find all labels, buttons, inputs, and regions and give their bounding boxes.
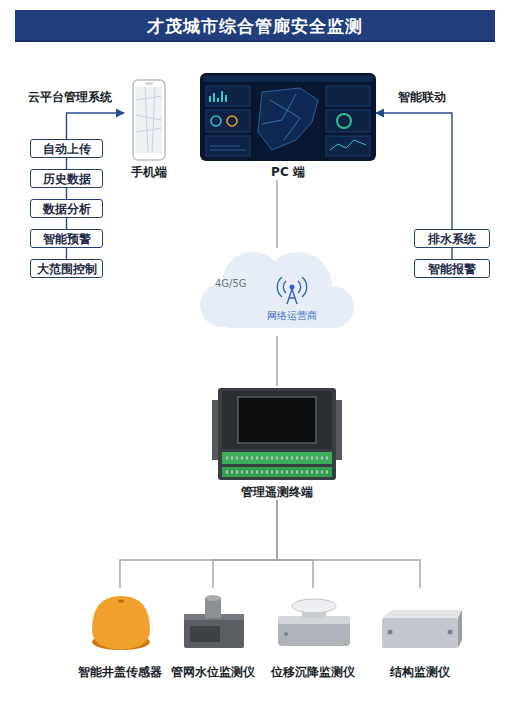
connector-line bbox=[451, 248, 452, 259]
box-text: 数据分析 bbox=[43, 202, 91, 216]
dome-top bbox=[118, 599, 124, 602]
signal-arc bbox=[298, 281, 301, 293]
function-box: 排水系统 bbox=[414, 229, 490, 248]
pc-map-lines bbox=[262, 94, 300, 140]
connector-line bbox=[66, 248, 67, 259]
terminal-face bbox=[222, 391, 332, 449]
pc-gauge bbox=[337, 114, 351, 128]
pc-panel bbox=[326, 136, 370, 156]
node-caption: 手机端 bbox=[131, 164, 167, 180]
pc-map bbox=[258, 88, 318, 150]
phone-map-lines bbox=[136, 87, 162, 153]
structure-top bbox=[382, 610, 462, 618]
pc-gauge bbox=[211, 116, 221, 126]
device-node: 结构监测仪 bbox=[374, 588, 466, 680]
connector-line bbox=[276, 180, 277, 248]
pc-panel bbox=[326, 110, 370, 132]
device-node: 位移沉降监测仪 bbox=[267, 588, 359, 680]
node-caption: 管理遥测终端 bbox=[241, 484, 313, 500]
title-banner bbox=[15, 10, 495, 42]
connector-line bbox=[66, 188, 67, 199]
displacement-body bbox=[278, 616, 350, 646]
node-caption: 位移沉降监测仪 bbox=[271, 664, 355, 680]
connector-line bbox=[66, 158, 67, 169]
manhole-dome bbox=[92, 596, 150, 650]
structure-side bbox=[458, 610, 462, 648]
function-box: 智能报警 bbox=[414, 259, 490, 278]
structure-body bbox=[382, 618, 458, 648]
signal-arc bbox=[283, 281, 286, 293]
pc-bars bbox=[210, 91, 226, 102]
water-probe-top bbox=[205, 595, 221, 601]
pc-panel bbox=[206, 110, 250, 132]
tower-dot bbox=[290, 285, 295, 290]
function-box: 智能预警 bbox=[30, 229, 103, 248]
function-box: 数据分析 bbox=[30, 199, 103, 218]
pc-panel bbox=[326, 86, 370, 106]
cloud-part bbox=[222, 298, 334, 328]
connector-line bbox=[120, 500, 277, 588]
connector-line bbox=[277, 500, 420, 588]
box-text: 自动上传 bbox=[43, 142, 91, 156]
pc-panel bbox=[206, 136, 250, 156]
cloud-shape bbox=[200, 252, 354, 328]
pc-trend bbox=[330, 140, 366, 150]
connector-line bbox=[66, 218, 67, 229]
tower-icon bbox=[277, 277, 306, 304]
function-box: 大范围控制 bbox=[30, 259, 103, 278]
side-label: 智能联动 bbox=[398, 89, 446, 106]
structure-port bbox=[388, 630, 393, 635]
box-text: 排水系统 bbox=[428, 232, 476, 246]
terminal-screws bbox=[226, 458, 328, 472]
node-caption: 网络运营商 bbox=[267, 310, 317, 322]
connector-line bbox=[376, 113, 452, 229]
device-node: 智能井盖传感器 bbox=[74, 588, 166, 680]
water-body bbox=[184, 614, 244, 648]
banner-shade bbox=[15, 40, 495, 42]
diagram-title: 才茂城市综合管廊安全监测 bbox=[15, 10, 495, 42]
pc-rows bbox=[210, 146, 246, 150]
node-caption: 智能井盖传感器 bbox=[78, 664, 162, 680]
phone-screen bbox=[136, 87, 163, 153]
connector-line bbox=[276, 336, 277, 386]
water-panel bbox=[190, 626, 220, 642]
connector-line bbox=[277, 500, 313, 588]
connector-line bbox=[213, 500, 277, 588]
signal-arc bbox=[277, 277, 282, 297]
box-text: 智能报警 bbox=[428, 262, 476, 276]
signal-arc bbox=[302, 277, 307, 297]
phone-speaker bbox=[145, 83, 153, 85]
device-node: 管网水位监测仪 bbox=[167, 588, 259, 680]
pc-screen bbox=[200, 73, 376, 161]
node-caption: PC 端 bbox=[271, 164, 305, 180]
box-text: 历史数据 bbox=[43, 172, 91, 186]
device-node: 管理遥测终端 bbox=[212, 386, 342, 500]
box-text: 大范围控制 bbox=[37, 262, 97, 276]
node-caption: 结构监测仪 bbox=[390, 664, 450, 680]
pc-panel bbox=[206, 86, 250, 106]
function-box: 自动上传 bbox=[30, 139, 103, 158]
function-box: 历史数据 bbox=[30, 169, 103, 188]
terminal-body bbox=[218, 388, 336, 480]
node-caption: 管网水位监测仪 bbox=[171, 664, 255, 680]
side-label: 云平台管理系统 bbox=[28, 89, 112, 106]
displacement-disc bbox=[292, 599, 336, 613]
pc-top-bar bbox=[204, 76, 372, 82]
node-caption: 4G/5G bbox=[215, 278, 247, 290]
device-node: 手机端 bbox=[124, 78, 174, 180]
tower-mast bbox=[287, 289, 297, 304]
pc-gauge bbox=[227, 116, 237, 126]
box-text: 智能预警 bbox=[43, 232, 91, 246]
phone-body bbox=[133, 80, 165, 160]
displacement-port bbox=[284, 632, 288, 636]
connector-line bbox=[67, 113, 125, 139]
structure-port bbox=[448, 630, 453, 635]
network-cloud: 4G/5G 网络运营商 bbox=[194, 248, 360, 336]
terminal-screen bbox=[238, 397, 316, 443]
device-node: PC 端 bbox=[200, 72, 376, 180]
